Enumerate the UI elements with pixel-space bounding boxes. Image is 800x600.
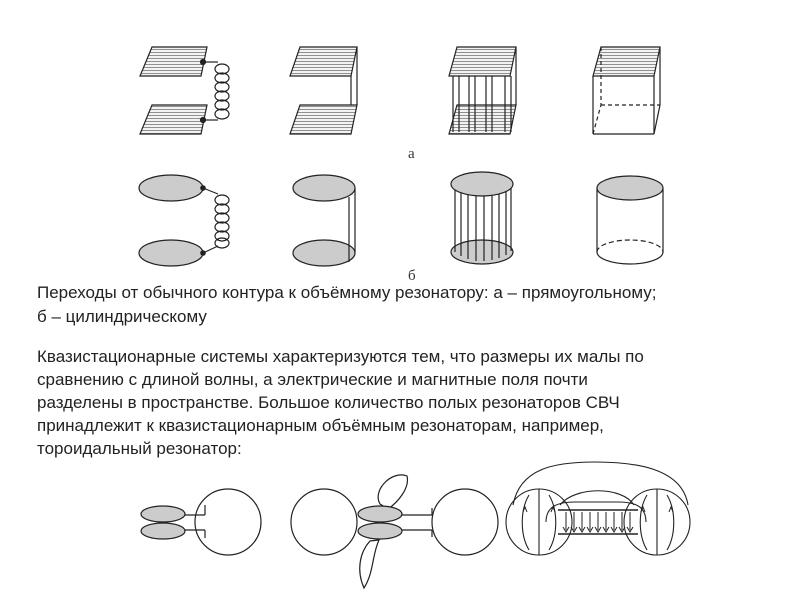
rect-multi-strip [448,46,517,135]
paragraph-line: тороидальный резонатор: [37,439,242,458]
paragraph-line: принадлежит к квазистационарным объёмным… [37,416,604,435]
figure-caption: Переходы от обычного контура к объёмному… [37,281,777,329]
paragraph-line: разделены в пространстве. Большое количе… [37,393,620,412]
rect-cavity-box [592,46,661,135]
paragraph-line: сравнению с длиной волны, а электрически… [37,370,588,389]
paragraph-line: Квазистационарные системы характеризуютс… [37,347,644,366]
body-paragraph: Квазистационарные системы характеризуютс… [37,345,757,460]
rect-single-strip [289,46,358,135]
figure-label-a: а [408,146,415,162]
caption-line: Переходы от обычного контура к объёмному… [37,283,657,302]
cyl-single-strip [292,174,356,267]
toroid-cavity-fields [505,461,691,556]
toroid-fins-stage [290,474,499,590]
toroid-lc-stage [140,488,262,556]
cyl-multi-strip [450,171,514,265]
caption-line: б – цилиндрическому [37,307,207,326]
field-arrows [562,512,634,533]
figure-label-b: б [408,268,416,284]
inductor-coil [214,194,230,249]
cyl-cavity [596,175,664,265]
cyl-lc-circuit [138,174,230,267]
inductor-coil [214,63,230,120]
rect-lc-circuit [139,46,230,135]
